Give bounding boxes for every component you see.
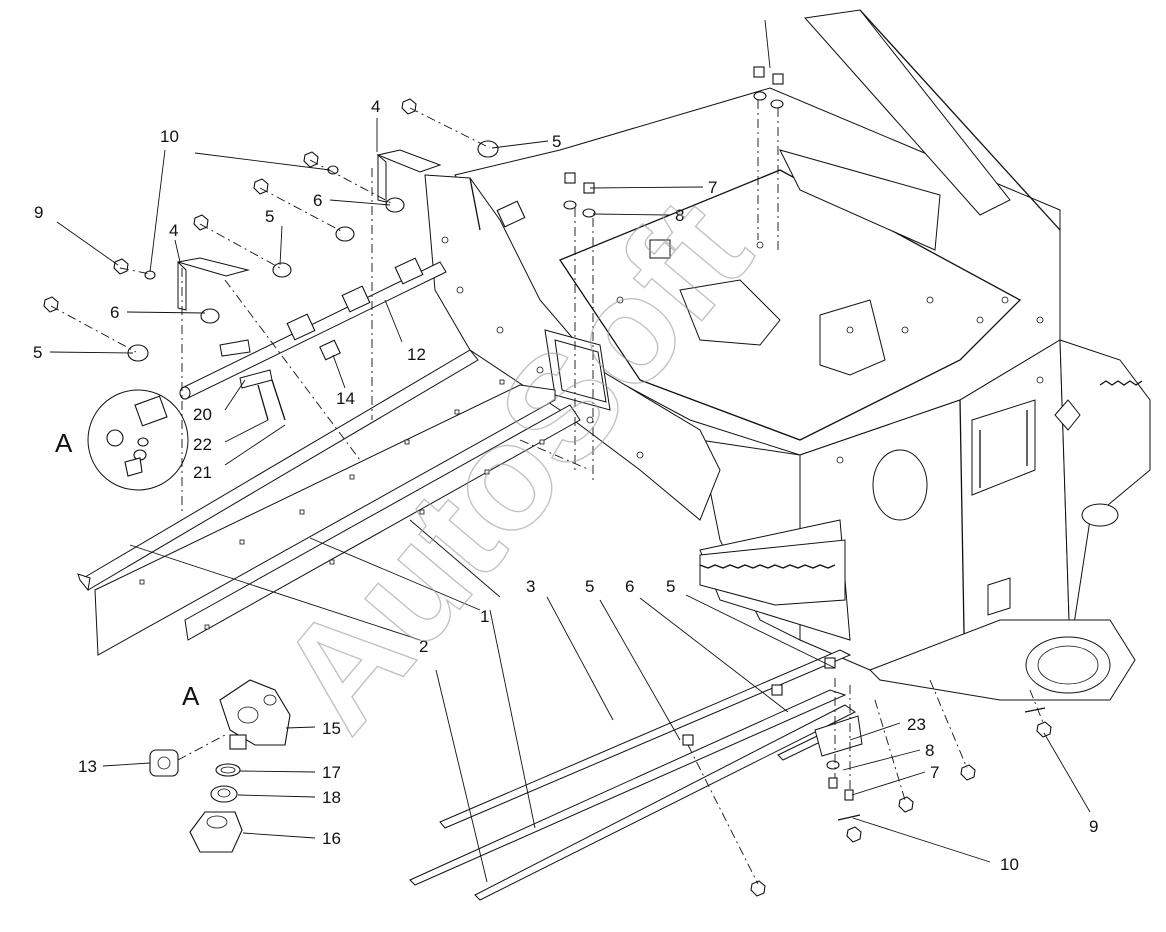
callout-22: 22 — [193, 435, 212, 454]
bracket-4-right — [376, 149, 442, 203]
callout-9: 9 — [1089, 817, 1098, 836]
callout-23: 23 — [907, 715, 926, 734]
detail-a-exploded — [149, 679, 291, 853]
callout-13: 13 — [78, 757, 97, 776]
callout-3: 3 — [526, 577, 535, 596]
bracket-4-left — [177, 257, 250, 311]
callout-12: 12 — [407, 345, 426, 364]
callout-9: 9 — [34, 203, 43, 222]
callout-20: 20 — [193, 405, 212, 424]
detail-letter: A — [182, 681, 200, 711]
main-frame — [454, 9, 1151, 701]
clamp — [286, 200, 526, 341]
callout-18: 18 — [322, 788, 341, 807]
callout-5: 5 — [585, 577, 594, 596]
callout-6: 6 — [313, 191, 322, 210]
leader-lines — [49, 19, 1091, 883]
callout-7: 7 — [930, 763, 939, 782]
callout-17: 17 — [322, 763, 341, 782]
center-lines — [50, 100, 1045, 885]
callout-6: 6 — [625, 577, 634, 596]
lower-strips — [409, 649, 863, 901]
callout-14: 14 — [336, 389, 355, 408]
callout-15: 15 — [322, 719, 341, 738]
strip-holes — [139, 379, 545, 630]
callout-10: 10 — [1000, 855, 1019, 874]
boom-arm — [424, 174, 721, 521]
callout-6: 6 — [110, 303, 119, 322]
blade-strips — [77, 349, 581, 656]
callout-2: 2 — [419, 637, 428, 656]
callout-5: 5 — [666, 577, 675, 596]
detail-letter: A — [55, 428, 73, 458]
detail-a-circle — [87, 389, 189, 491]
fasteners — [43, 66, 1052, 897]
callout-labels: 4 4 5 5 5 5 5 10 10 6 6 6 9 9 7 7 8 8 12… — [33, 97, 1098, 874]
callout-21: 21 — [193, 463, 212, 482]
callout-4: 4 — [169, 221, 178, 240]
callout-10: 10 — [160, 127, 179, 146]
callout-5: 5 — [33, 343, 42, 362]
callout-4: 4 — [371, 97, 380, 116]
callout-1: 1 — [480, 607, 489, 626]
callout-8: 8 — [675, 206, 684, 225]
shaft-assembly — [179, 200, 526, 421]
callout-16: 16 — [322, 829, 341, 848]
callout-5: 5 — [552, 132, 561, 151]
callout-7: 7 — [708, 178, 717, 197]
callout-8: 8 — [925, 741, 934, 760]
callout-5: 5 — [265, 207, 274, 226]
